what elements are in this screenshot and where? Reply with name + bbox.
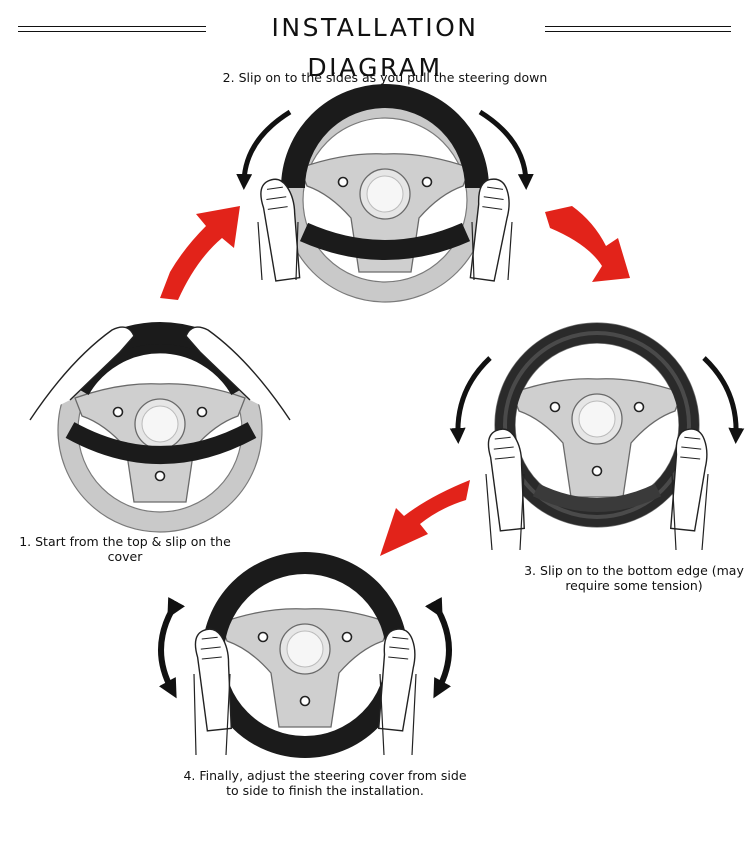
red-arrow-2-to-3	[545, 206, 630, 282]
step-4-text-line2: to side to finish the installation.	[226, 783, 424, 798]
header: INSTALLATION DIAGRAM	[0, 8, 750, 82]
red-arrow-3-to-4	[380, 480, 470, 556]
step-3-text-line2: require some tension)	[565, 578, 703, 593]
wheel-step-3	[449, 323, 745, 551]
step-2-text: 2. Slip on to the sides as you pull the …	[222, 70, 548, 85]
step-4-caption: 4. Finally, adjust the steering cover fr…	[170, 768, 480, 798]
wheel-step-1	[29, 327, 291, 532]
title-rule-right	[545, 26, 731, 32]
red-arrow-1-to-2	[160, 206, 240, 300]
step-3-caption: 3. Slip on to the bottom edge (may requi…	[520, 563, 748, 593]
page-title: INSTALLATION DIAGRAM	[271, 13, 479, 82]
step-4-text-line1: 4. Finally, adjust the steering cover fr…	[183, 768, 467, 783]
wheel-step-2	[236, 84, 534, 302]
step-1-text-line2: cover	[107, 549, 143, 564]
step-1-caption: 1. Start from the top & slip on the cove…	[10, 534, 240, 564]
step-3-text-line1: 3. Slip on to the bottom edge (may	[524, 563, 744, 578]
step-1-text-line1: 1. Start from the top & slip on the	[19, 534, 231, 549]
title-rule-left	[18, 26, 206, 32]
step-2-caption: 2. Slip on to the sides as you pull the …	[170, 70, 600, 85]
wheel-step-4	[158, 553, 452, 757]
